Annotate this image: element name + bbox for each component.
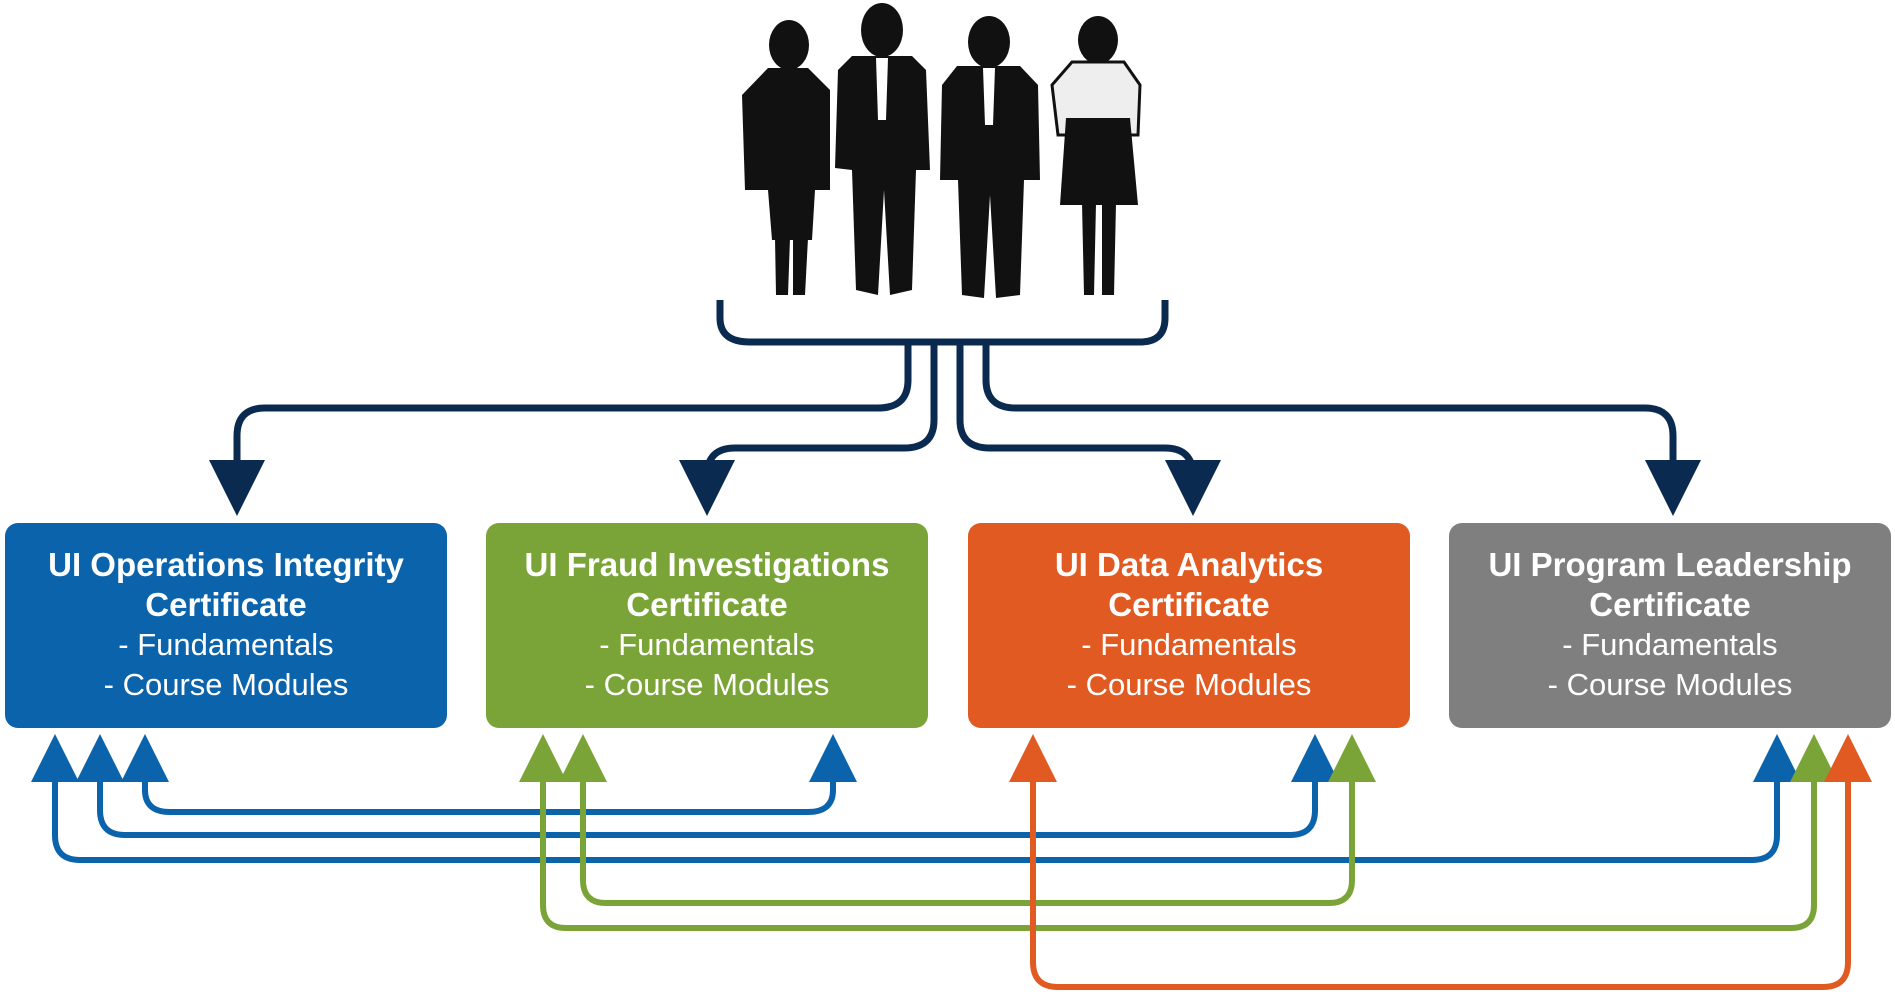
certificate-item-fundamentals: - Fundamentals <box>1081 627 1297 662</box>
operations-integrity-certificate-box[interactable]: UI Operations Integrity Certificate - Fu… <box>5 523 447 728</box>
certificate-subtitle: Certificate <box>1108 586 1270 623</box>
arrow-to-program-leadership <box>982 345 1701 516</box>
silhouette-man-left-icon <box>835 3 930 295</box>
certificate-subtitle: Certificate <box>1589 586 1751 623</box>
arrow-to-data-analytics <box>956 345 1221 516</box>
fraud-investigations-certificate-box[interactable]: UI Fraud Investigations Certificate - Fu… <box>486 523 928 728</box>
certificate-subtitle: Certificate <box>145 586 307 623</box>
certificate-title: UI Fraud Investigations <box>524 546 890 583</box>
people-to-certificate-arrows <box>209 345 1701 516</box>
operations-integrity-links <box>31 734 1801 863</box>
certificate-item-fundamentals: - Fundamentals <box>118 627 334 662</box>
arrow-to-fraud-investigations <box>679 345 938 516</box>
silhouette-man-right-icon <box>940 16 1040 298</box>
certificate-item-course-modules: - Course Modules <box>103 667 349 702</box>
business-people-silhouettes-icon <box>742 3 1142 298</box>
data-analytics-links <box>1009 734 1872 990</box>
fraud-investigations-links <box>519 734 1838 931</box>
silhouette-woman-right-icon <box>1050 16 1142 295</box>
certificate-item-fundamentals: - Fundamentals <box>599 627 815 662</box>
link-fraud-program-leadership <box>540 734 1838 931</box>
certificate-item-fundamentals: - Fundamentals <box>1562 627 1778 662</box>
certificate-item-course-modules: - Course Modules <box>1547 667 1793 702</box>
certificate-title: UI Operations Integrity <box>48 546 404 583</box>
certificate-title: UI Data Analytics <box>1054 546 1324 583</box>
people-platform-bracket <box>716 300 1169 346</box>
certificate-item-course-modules: - Course Modules <box>1066 667 1312 702</box>
link-operations-program-leadership <box>52 734 1801 863</box>
certificate-subtitle: Certificate <box>626 586 788 623</box>
certificate-title: UI Program Leadership <box>1488 546 1852 583</box>
link-data-analytics-program-leadership <box>1030 734 1872 990</box>
link-operations-data-analytics <box>97 734 1339 838</box>
program-leadership-certificate-box[interactable]: UI Program Leadership Certificate - Fund… <box>1449 523 1891 728</box>
arrow-to-operations-integrity <box>209 345 912 516</box>
link-operations-fraud <box>142 734 857 815</box>
silhouette-woman-left-icon <box>742 20 830 295</box>
data-analytics-certificate-box[interactable]: UI Data Analytics Certificate - Fundamen… <box>968 523 1410 728</box>
link-fraud-data-analytics <box>580 734 1376 906</box>
certificate-item-course-modules: - Course Modules <box>584 667 830 702</box>
